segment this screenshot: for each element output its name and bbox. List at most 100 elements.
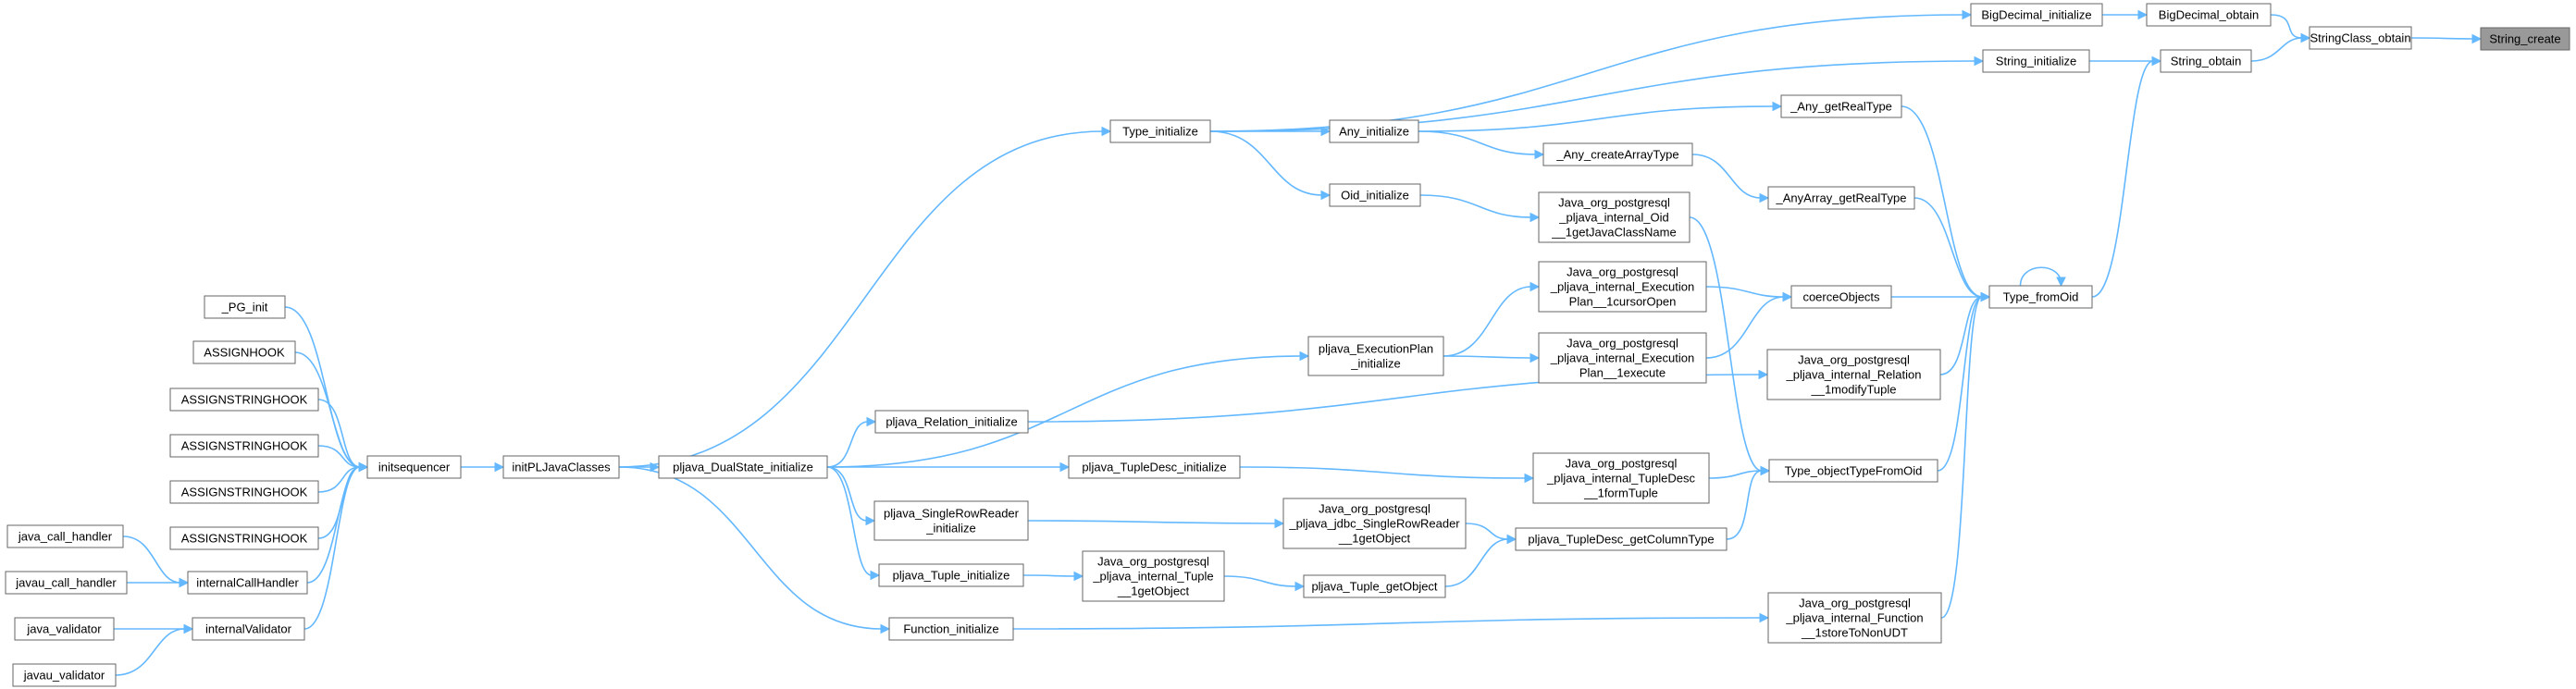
node-function-initialize[interactable]: Function_initialize — [888, 617, 1014, 641]
node-init-pljava-classes[interactable]: initPLJavaClasses — [502, 455, 620, 479]
node-function-store-to-non-udt[interactable]: Java_org_postgresql_pljava_internal_Func… — [1767, 592, 1942, 644]
edge-arrowhead — [650, 461, 661, 473]
node-type-from-oid[interactable]: Type_fromOid — [1988, 285, 2093, 309]
edge-type-initialize-to-oid-initialize — [1209, 130, 1331, 201]
node-exec-plan-cursor-open[interactable]: Java_org_postgresql_pljava_internal_Exec… — [1538, 261, 1707, 313]
node-box — [888, 617, 1014, 641]
node-big-decimal-obtain[interactable]: BigDecimal_obtain — [2146, 3, 2272, 27]
node-java-call-handler[interactable]: java_call_handler — [6, 524, 124, 548]
edge-function-initialize-to-function-store-to-non-udt — [1012, 612, 1770, 630]
node-box — [169, 480, 319, 504]
node-box — [873, 500, 1029, 541]
node-label: __1getObject — [1338, 532, 1411, 546]
node-assignstringhook-4[interactable]: ASSIGNSTRINGHOOK — [169, 526, 319, 550]
node-string-create[interactable]: String_create — [2480, 27, 2570, 51]
node-box — [169, 434, 319, 458]
node-any-get-real-type[interactable]: _Any_getRealType — [1780, 94, 1902, 118]
node-pljava-relation-initialize[interactable]: pljava_Relation_initialize — [874, 410, 1029, 434]
node-box — [1329, 119, 1419, 143]
edge-line — [1689, 216, 1763, 472]
edge-javau-call-handler-to-internal-call-handler — [127, 577, 190, 588]
node-internal-validator[interactable]: internalValidator — [192, 617, 305, 641]
node-pljava-tuple-desc-get-column-type[interactable]: pljava_TupleDesc_getColumnType — [1515, 527, 1728, 551]
node-box — [1532, 452, 1710, 504]
node-label: _initialize — [925, 522, 975, 535]
node-assignstringhook-1[interactable]: ASSIGNSTRINGHOOK — [169, 388, 319, 412]
node-box — [5, 571, 128, 595]
node-oid-initialize[interactable]: Oid_initialize — [1329, 183, 1421, 207]
node-any-initialize[interactable]: Any_initialize — [1329, 119, 1419, 143]
node-any-array-get-real-type[interactable]: _AnyArray_getRealType — [1767, 186, 1915, 210]
edge-line — [826, 421, 869, 468]
node-label: Java_org_postgresql — [1798, 353, 1910, 367]
node-label: coerceObjects — [1802, 290, 1880, 304]
edge-arrowhead — [1320, 190, 1331, 201]
edge-string-obtain-to-string-class-obtain — [2250, 32, 2311, 62]
node-internal-call-handler[interactable]: internalCallHandler — [187, 571, 308, 595]
node-tuple-desc-form-tuple[interactable]: Java_org_postgresql_pljava_internal_Tupl… — [1532, 452, 1710, 504]
node-string-class-obtain[interactable]: StringClass_obtain — [2309, 26, 2412, 50]
edge-arrowhead — [1530, 281, 1541, 292]
edge-string-initialize-to-string-obtain — [2089, 55, 2162, 67]
node-java-validator[interactable]: java_validator — [14, 617, 115, 641]
node-label: initsequencer — [378, 461, 451, 474]
node-type-initialize[interactable]: Type_initialize — [1109, 119, 1211, 143]
node-string-initialize[interactable]: String_initialize — [1982, 49, 2090, 73]
node-assignstringhook-2[interactable]: ASSIGNSTRINGHOOK — [169, 434, 319, 458]
edge-string-class-obtain-to-string-create — [2410, 33, 2483, 44]
edge-line — [1939, 296, 1983, 375]
node-tuple-get-object[interactable]: Java_org_postgresql_pljava_internal_Tupl… — [1082, 550, 1225, 602]
edge-line — [1691, 154, 1762, 199]
node-box — [12, 663, 117, 687]
edge-line — [1419, 194, 1532, 218]
edge-line — [294, 351, 361, 468]
edge-pljava-dual-state-initialize-to-pljava-relation-initialize — [826, 416, 877, 468]
node-big-decimal-initialize[interactable]: BigDecimal_initialize — [1970, 3, 2103, 27]
node-initsequencer[interactable]: initsequencer — [366, 455, 462, 479]
edge-line — [2250, 37, 2303, 62]
node-type-object-type-from-oid[interactable]: Type_objectTypeFromOid — [1768, 459, 1938, 483]
node-label: _initialize — [1350, 357, 1400, 371]
node-exec-plan-execute[interactable]: Java_org_postgresql_pljava_internal_Exec… — [1538, 332, 1707, 384]
node-box — [1515, 527, 1728, 551]
node-box — [1767, 592, 1942, 644]
node-string-obtain[interactable]: String_obtain — [2160, 49, 2252, 73]
edge-pljava-dual-state-initialize-to-pljava-tuple-initialize — [826, 466, 881, 581]
node-pljava-single-row-reader-initialize[interactable]: pljava_SingleRowReader_initialize — [873, 500, 1029, 541]
node-pljava-execution-plan-initialize[interactable]: pljava_ExecutionPlan_initialize — [1307, 336, 1444, 376]
node-pljava-dual-state-initialize[interactable]: pljava_DualState_initialize — [658, 455, 828, 479]
node-label: Java_org_postgresql — [1566, 457, 1678, 471]
node-label: _pljava_internal_Execution — [1550, 280, 1694, 294]
node-pljava-tuple-get-object[interactable]: pljava_Tuple_getObject — [1303, 574, 1446, 598]
edge-arrowhead — [2151, 55, 2162, 67]
edge-arrowhead — [1760, 465, 1771, 476]
node-label: _pljava_internal_TupleDesc — [1546, 472, 1695, 486]
node-box — [1790, 285, 1892, 309]
node-box — [169, 388, 319, 412]
node-assignhook[interactable]: ASSIGNHOOK — [192, 340, 296, 364]
node-label: _AnyArray_getRealType — [1776, 191, 1907, 205]
node-assignstringhook-3[interactable]: ASSIGNSTRINGHOOK — [169, 480, 319, 504]
edge-line — [1027, 520, 1277, 524]
node-pljava-tuple-initialize[interactable]: pljava_Tuple_initialize — [878, 563, 1024, 587]
node-pg-init[interactable]: _PG_init — [204, 295, 286, 319]
node-relation-modify-tuple[interactable]: Java_org_postgresql_pljava_internal_Rela… — [1766, 349, 1941, 400]
node-label: ASSIGNSTRINGHOOK — [181, 393, 308, 407]
node-label: Java_org_postgresql — [1319, 502, 1430, 516]
node-label: Java_org_postgresql — [1567, 265, 1678, 279]
edge-line — [1708, 470, 1763, 479]
node-coerce-objects[interactable]: coerceObjects — [1790, 285, 1892, 309]
node-single-row-reader-get-object[interactable]: Java_org_postgresql_pljava_jdbc_SingleRo… — [1282, 498, 1467, 549]
edge-exec-plan-execute-to-coerce-objects — [1705, 291, 1793, 359]
edge-line — [826, 466, 868, 522]
node-any-create-array-type[interactable]: _Any_createArrayType — [1542, 142, 1693, 166]
node-pljava-tuple-desc-initialize[interactable]: pljava_TupleDesc_initialize — [1068, 455, 1241, 479]
edge-arrowhead — [865, 515, 876, 526]
node-javau-validator[interactable]: javau_validator — [12, 663, 117, 687]
node-label: pljava_SingleRowReader — [884, 507, 1020, 521]
node-box — [1538, 332, 1707, 384]
edge-arrowhead — [1274, 518, 1285, 529]
node-javau-call-handler[interactable]: javau_call_handler — [5, 571, 128, 595]
node-oid-get-java-class-name[interactable]: Java_org_postgresql_pljava_internal_Oid_… — [1538, 191, 1690, 243]
